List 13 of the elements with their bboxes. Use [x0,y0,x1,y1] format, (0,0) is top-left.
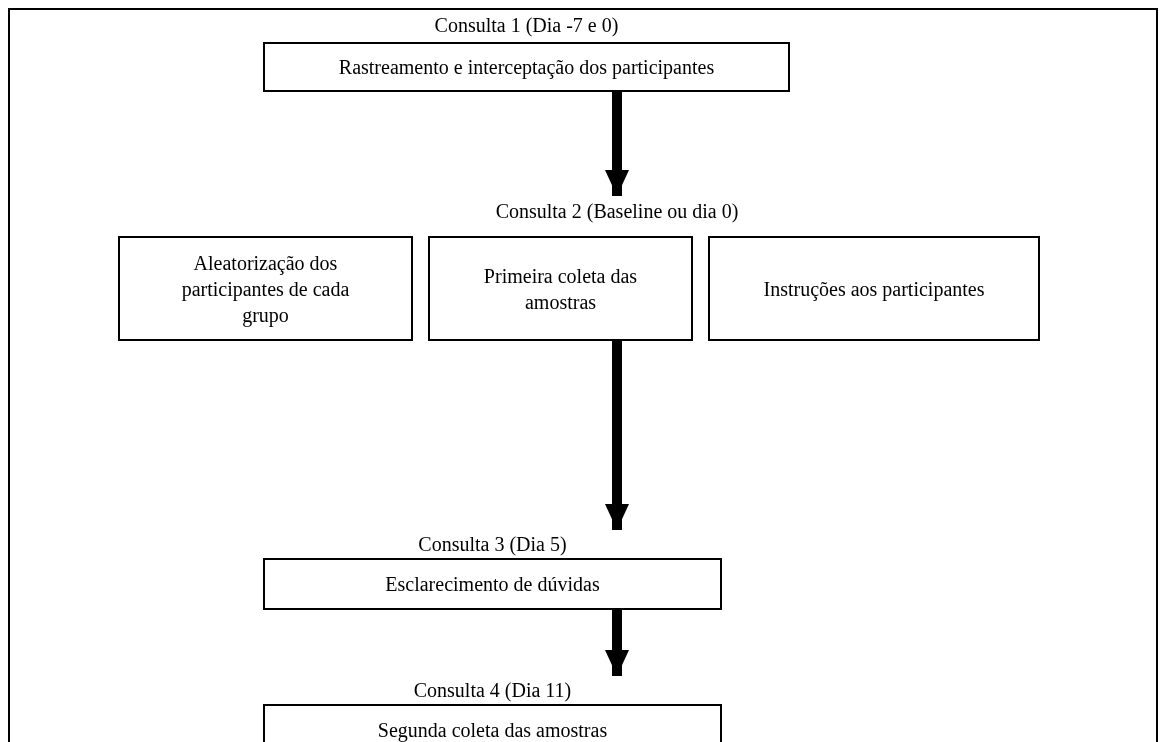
stage-heading: Consulta 4 (Dia 11) [413,678,572,702]
stage-heading: Consulta 2 (Baseline ou dia 0) [495,199,739,223]
stage-heading: Consulta 1 (Dia -7 e 0) [434,13,619,37]
process-box: Primeira coleta das amostras [428,236,693,341]
arrow [605,92,629,196]
process-box: Esclarecimento de dúvidas [263,558,722,610]
arrow [605,610,629,676]
arrow [605,341,629,530]
process-box: Segunda coleta das amostras [263,704,722,742]
process-box: Rastreamento e interceptação dos participantes [263,42,790,92]
stage-heading: Consulta 3 (Dia 5) [418,532,567,556]
process-box: Instruções aos participantes [708,236,1040,341]
process-box: Aleatorização dos participantes de cada grupo [118,236,413,341]
